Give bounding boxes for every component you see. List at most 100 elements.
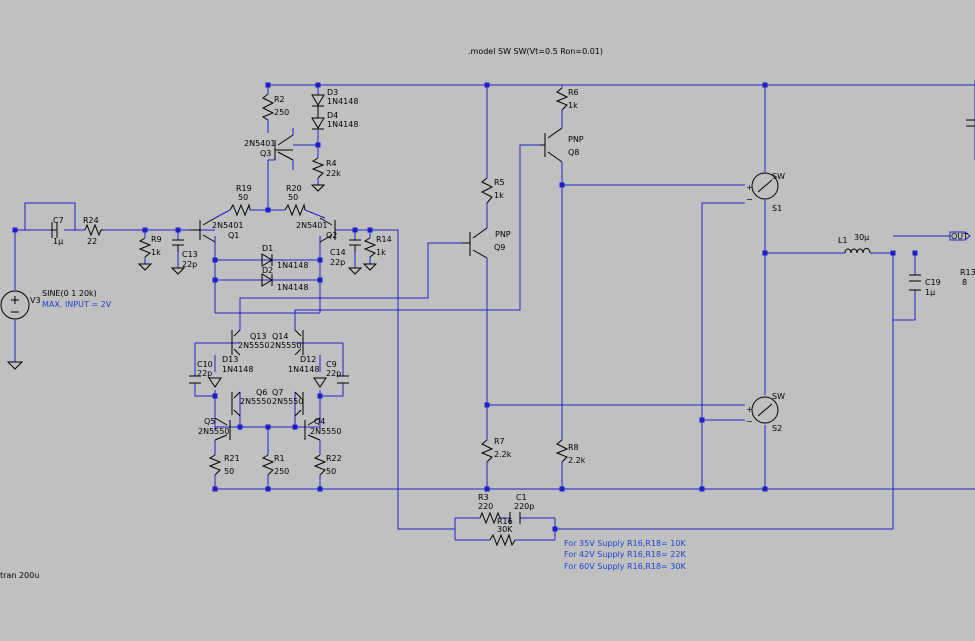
label-r16: R16 bbox=[497, 517, 513, 526]
label-s1-plus: + bbox=[746, 183, 753, 192]
switch-s1-symbol bbox=[751, 172, 779, 200]
label-c13-value: 22p bbox=[182, 260, 197, 269]
supply-note-60v: For 60V Supply R16,R18= 30K bbox=[564, 562, 686, 571]
label-r16-value: 30K bbox=[497, 525, 513, 534]
resistor-r1 bbox=[261, 454, 275, 476]
label-r21: R21 bbox=[224, 454, 240, 463]
label-r3-value: 220 bbox=[478, 502, 493, 511]
label-r24-value: 22 bbox=[87, 237, 97, 246]
transistor-q13 bbox=[231, 329, 241, 356]
label-s1-minus: − bbox=[746, 195, 753, 204]
label-s1: S1 bbox=[772, 204, 782, 213]
label-c7: C7 bbox=[53, 216, 64, 225]
transistor-q8 bbox=[540, 127, 563, 163]
resistor-r22 bbox=[313, 454, 327, 476]
resistor-r19 bbox=[229, 203, 251, 217]
resistor-r24 bbox=[84, 223, 103, 237]
label-r22: R22 bbox=[326, 454, 342, 463]
label-r1-value: 250 bbox=[274, 467, 289, 476]
label-d12: D12 bbox=[300, 355, 316, 364]
transistor-q5 bbox=[214, 417, 231, 441]
label-q8: Q8 bbox=[568, 148, 579, 157]
label-l1: L1 bbox=[838, 236, 848, 245]
label-d3-value: 1N4148 bbox=[327, 97, 358, 106]
capacitor-c13 bbox=[172, 239, 184, 246]
label-c7-value: 1μ bbox=[53, 237, 63, 246]
label-r4: R4 bbox=[326, 159, 337, 168]
label-q5-model: 2N5550 bbox=[198, 427, 229, 436]
transistor-q2 bbox=[319, 217, 336, 243]
diode-d4 bbox=[311, 117, 325, 130]
label-r20: R20 bbox=[286, 184, 302, 193]
capacitor-c10 bbox=[189, 375, 201, 384]
transistor-q7 bbox=[294, 391, 304, 417]
label-q4: Q4 bbox=[314, 417, 325, 426]
label-r14: R14 bbox=[376, 235, 392, 244]
supply-note-35v: For 35V Supply R16,R18= 10K bbox=[564, 539, 686, 548]
label-d3: D3 bbox=[327, 88, 338, 97]
label-r3: R3 bbox=[478, 493, 489, 502]
label-d1: D1 bbox=[262, 244, 273, 253]
transistor-q1 bbox=[190, 217, 216, 243]
switch-s2-symbol bbox=[751, 396, 779, 424]
ground-r4 bbox=[310, 184, 326, 192]
label-q9: Q9 bbox=[494, 243, 505, 252]
capacitor-c9 bbox=[337, 375, 349, 384]
label-q2-model: 2N5401 bbox=[296, 221, 327, 230]
resistor-r7 bbox=[480, 439, 494, 463]
label-r5: R5 bbox=[494, 178, 505, 187]
label-r4-value: 22k bbox=[326, 169, 341, 178]
label-r5-value: 1k bbox=[494, 191, 504, 200]
label-c9: C9 bbox=[326, 360, 337, 369]
resistor-r2 bbox=[261, 93, 275, 121]
label-d13-value: 1N4148 bbox=[222, 365, 253, 374]
component-symbols bbox=[0, 87, 975, 547]
resistor-r6 bbox=[555, 87, 569, 111]
label-r9-value: 1k bbox=[151, 248, 161, 257]
label-s2-minus: − bbox=[746, 417, 753, 426]
label-l1-value: 30μ bbox=[854, 233, 869, 242]
resistor-r14 bbox=[363, 237, 377, 258]
resistor-r9 bbox=[138, 237, 152, 258]
label-q2: Q2 bbox=[326, 231, 337, 240]
junctions bbox=[12, 82, 918, 532]
ground-c14 bbox=[347, 267, 363, 275]
label-q1-model: 2N5401 bbox=[212, 221, 243, 230]
label-q6: Q6 bbox=[256, 388, 267, 397]
resistor-r4 bbox=[311, 157, 325, 179]
capacitor-c19 bbox=[909, 274, 921, 291]
label-q5: Q5 bbox=[204, 417, 215, 426]
label-c1-value: 220p bbox=[514, 502, 534, 511]
label-q7: Q7 bbox=[272, 388, 283, 397]
label-q14-model: 2N5550 bbox=[270, 341, 301, 350]
diode-d12 bbox=[313, 377, 327, 388]
label-d13: D13 bbox=[222, 355, 238, 364]
label-r9: R9 bbox=[151, 235, 162, 244]
transistor-q9 bbox=[462, 227, 488, 259]
voltage-source-v3-symbol bbox=[0, 290, 30, 320]
transistor-q6 bbox=[231, 391, 241, 417]
resistor-r3 bbox=[479, 511, 501, 525]
label-r7-value: 2.2k bbox=[494, 450, 512, 459]
capacitor-c1 bbox=[509, 512, 521, 524]
label-q3-model: 2N5401 bbox=[244, 139, 275, 148]
label-c10-value: 22p bbox=[197, 369, 212, 378]
ground-r9 bbox=[137, 263, 153, 271]
label-c19-value: 1μ bbox=[925, 288, 935, 297]
label-d2-value: 1N4148 bbox=[277, 283, 308, 292]
label-v3: V3 bbox=[30, 296, 41, 305]
ground-r14 bbox=[362, 263, 378, 271]
label-r8-value: 2.2k bbox=[568, 456, 586, 465]
label-q8-type: PNP bbox=[568, 135, 584, 144]
capacitor-c14 bbox=[349, 239, 361, 246]
ground-c13 bbox=[170, 267, 186, 275]
label-c14-value: 22p bbox=[330, 258, 345, 267]
wires bbox=[14, 80, 975, 541]
transistor-q3 bbox=[274, 134, 294, 161]
label-v3-value: SINE(0 1 20k) bbox=[42, 289, 97, 298]
transistor-q14 bbox=[294, 329, 304, 356]
label-q13: Q13 bbox=[250, 332, 266, 341]
label-q3: Q3 bbox=[260, 149, 271, 158]
transistor-q4 bbox=[304, 417, 321, 441]
